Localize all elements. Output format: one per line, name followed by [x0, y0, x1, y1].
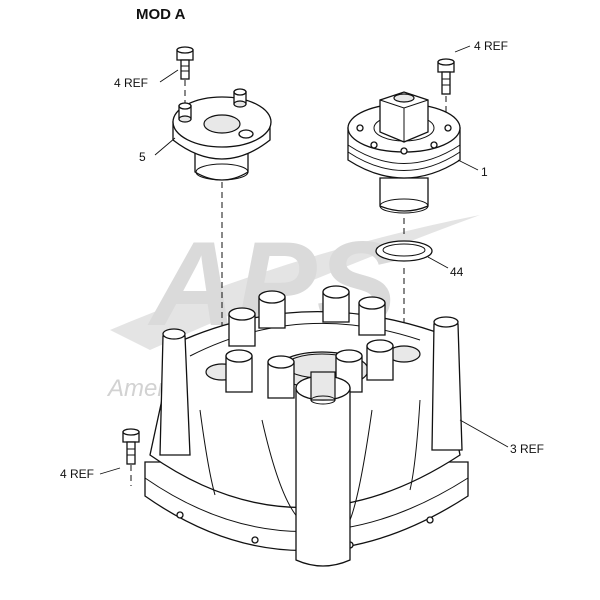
- housing-part: [144, 285, 469, 567]
- valve-assembly-part: [347, 91, 461, 214]
- callout-bolt-top-right: 4 REF: [474, 39, 508, 53]
- bolt-bottom-left: [122, 428, 140, 465]
- seal-ring-part: [375, 240, 433, 262]
- callout-seal-ring: 44: [450, 265, 464, 279]
- callout-valve-assembly: 1: [481, 165, 488, 179]
- bolt-top-right: [437, 58, 455, 95]
- callout-flange: 5: [139, 150, 146, 164]
- callout-bolt-top-left: 4 REF: [114, 76, 148, 90]
- callout-labels: 4 REF 4 REF 4 REF 5 1 44 3 REF: [60, 39, 544, 481]
- callout-bolt-bottom-left: 4 REF: [60, 467, 94, 481]
- callout-housing: 3 REF: [510, 442, 544, 456]
- leader-lines: [99, 45, 509, 475]
- bolt-top-left: [176, 46, 194, 80]
- diagram-title: MOD A: [136, 6, 186, 23]
- flange-part: [172, 88, 272, 181]
